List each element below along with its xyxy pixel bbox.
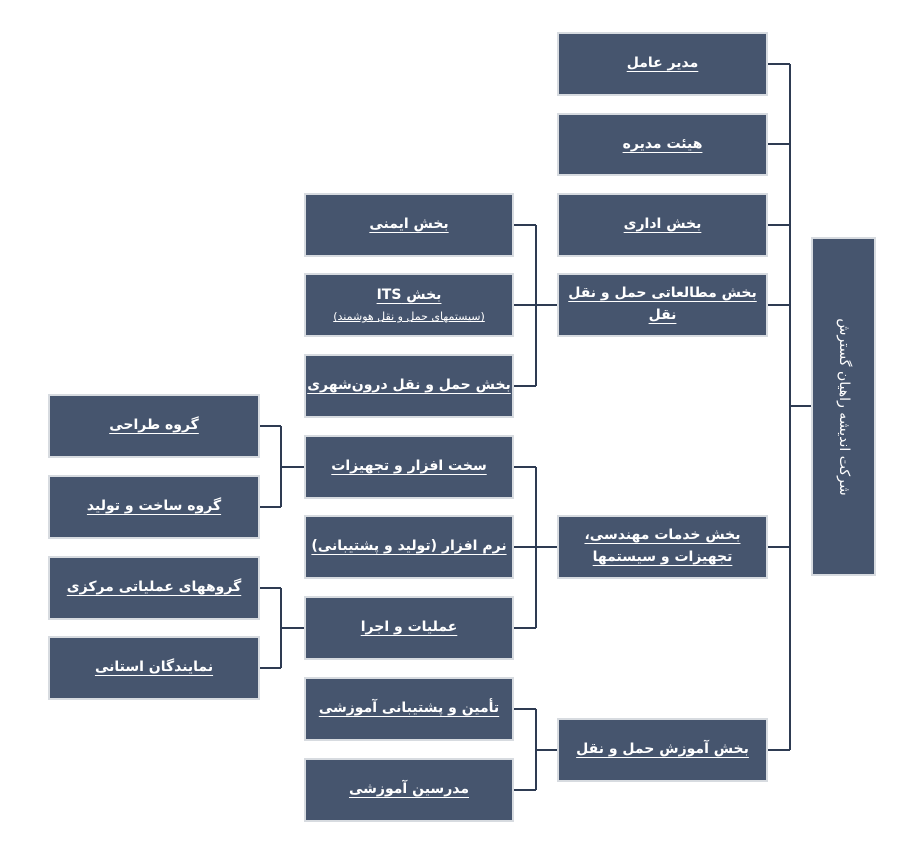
- box-operations-label: عملیات و اجرا: [360, 619, 458, 636]
- box-studies: بخش مطالعاتی حمل و نقل نقل: [557, 273, 768, 337]
- box-support: تأمین و پشتیبانی آموزشی: [304, 677, 514, 741]
- box-central-ops: گروههای عملیاتی مرکزی: [48, 556, 260, 620]
- box-instructors-label: مدرسین آموزشی: [349, 781, 470, 798]
- box-ceo: مدیر عامل: [557, 32, 768, 96]
- box-urban: بخش حمل و نقل درون‌شهری: [304, 354, 514, 418]
- box-manufacturing: گروه ساخت و تولید: [48, 475, 260, 539]
- box-hardware-label: سخت افزار و تجهیزات: [331, 458, 487, 475]
- box-design-label: گروه طراحی: [109, 417, 199, 434]
- box-provincial-label: نمایندگان استانی: [94, 659, 214, 676]
- box-board: هیئت مدیره: [557, 113, 768, 176]
- box-manufacturing-label: گروه ساخت و تولید: [86, 498, 222, 515]
- box-provincial: نمایندگان استانی: [48, 636, 260, 700]
- box-software: نرم افزار (تولید و پشتیبانی): [304, 515, 514, 579]
- box-its-sublabel: (سیستمهای حمل و نقل هوشمند): [333, 310, 485, 324]
- box-design: گروه طراحی: [48, 394, 260, 458]
- box-hardware: سخت افزار و تجهیزات: [304, 435, 514, 499]
- box-admin-label: بخش اداری: [623, 216, 702, 233]
- box-operations: عملیات و اجرا: [304, 596, 514, 660]
- box-board-label: هیئت مدیره: [622, 135, 703, 152]
- box-safety: بخش ایمنی: [304, 193, 514, 257]
- box-ceo-label: مدیر عامل: [626, 55, 699, 72]
- root-box-company: شرکت اندیشه راهیان گسترش: [811, 237, 876, 576]
- box-software-label: نرم افزار (تولید و پشتیبانی): [311, 538, 507, 555]
- box-engineering: بخش خدمات مهندسی، تجهیزات و سیستمها: [557, 515, 768, 579]
- box-its-label: بخش ITS: [376, 287, 442, 304]
- box-education: بخش آموزش حمل و نقل: [557, 718, 768, 782]
- box-engineering-label-line2: تجهیزات و سیستمها: [592, 549, 733, 565]
- box-its: بخش ITS (سیستمهای حمل و نقل هوشمند): [304, 273, 514, 337]
- box-instructors: مدرسین آموزشی: [304, 758, 514, 822]
- box-studies-label: بخش مطالعاتی حمل و نقل نقل: [568, 285, 757, 323]
- box-central-ops-label: گروههای عملیاتی مرکزی: [66, 579, 242, 596]
- box-support-label: تأمین و پشتیبانی آموزشی: [318, 700, 500, 717]
- box-admin: بخش اداری: [557, 193, 768, 257]
- box-urban-label: بخش حمل و نقل درون‌شهری: [307, 377, 511, 394]
- box-engineering-label-line1: بخش خدمات مهندسی،: [584, 527, 741, 544]
- root-label: شرکت اندیشه راهیان گسترش: [835, 317, 852, 496]
- box-safety-label: بخش ایمنی: [369, 216, 449, 233]
- box-education-label: بخش آموزش حمل و نقل: [576, 741, 749, 758]
